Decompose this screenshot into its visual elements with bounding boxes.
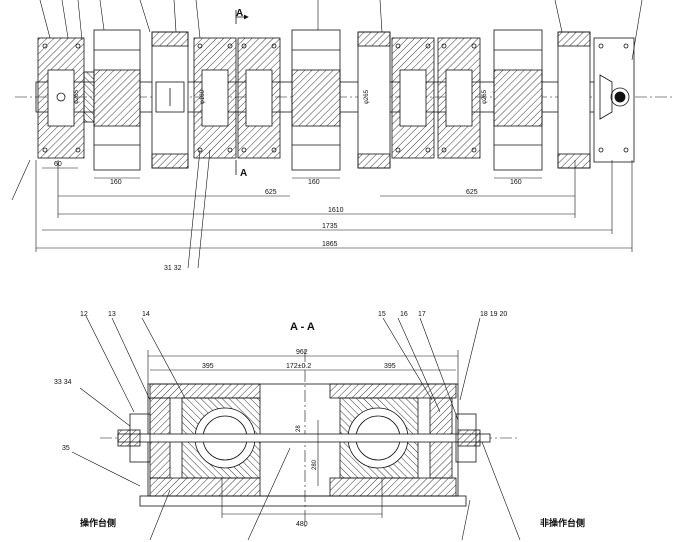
diam-label-2: φ180 [200,89,206,104]
section-dimensions [147,350,459,518]
section-view [71,315,521,541]
bearing-block-4 [391,37,435,159]
dim-395-left: 395 [202,363,214,370]
dim-1735: 1735 [322,223,338,230]
top-view [11,0,672,269]
gear-2 [357,31,391,169]
gear-1 [151,31,189,169]
dim-480: 480 [296,521,308,528]
dim-280: 280 [312,459,318,470]
section-view-labels: A - A 962 395 395 172±0.2 480 28 280 12 … [54,311,585,528]
dim-160-b: 160 [308,179,320,186]
bearing-block-1 [37,37,85,159]
part-13: 13 [108,311,116,318]
diam-label-1: φ265 [74,89,80,104]
side-label-non-operator: 非操作台侧 [540,517,585,528]
side-label-operator: 操作台侧 [80,517,116,528]
dim-1865: 1865 [322,241,338,248]
part-12: 12 [80,311,88,318]
bearing-block-2 [193,37,237,159]
coupling-1 [93,29,141,171]
end-housing [593,37,635,163]
coupling-2 [291,29,341,171]
part-18-19-20: 18 19 20 [480,311,507,318]
base-plate [139,495,467,507]
section-cut-marks [235,10,249,175]
top-dimensions [35,160,633,252]
section-title: A - A [290,321,315,333]
part-35: 35 [62,445,70,452]
dim-172: 172±0.2 [286,363,311,370]
dim-625-a: 625 [265,189,277,196]
dim-60: 60 [54,161,62,168]
right-end-cap [455,413,477,463]
bearing-block-3 [237,37,281,159]
coupling-3 [493,29,543,171]
gear-3 [557,31,591,169]
dim-1610: 1610 [328,207,344,214]
dim-160-c: 160 [510,179,522,186]
part-17: 17 [418,311,426,318]
top-leaders [11,0,643,269]
bearing-block-5 [437,37,481,159]
dim-625-b: 625 [466,189,478,196]
dim-962: 962 [296,349,308,356]
diam-label-4: φ265 [482,89,488,104]
section-leaders [71,315,521,541]
section-mark-bottom: A [240,168,247,179]
part-33-34: 33 34 [54,379,72,386]
section-mark-top: A [236,8,243,19]
part-14: 14 [142,311,150,318]
left-end-cap [129,413,151,463]
part-16: 16 [400,311,408,318]
diam-label-3: φ265 [364,89,370,104]
dim-160-a: 160 [110,179,122,186]
top-view-labels: A A 60 160 160 160 625 625 1610 1735 186… [54,8,522,272]
adjust-screw [117,433,491,443]
dim-395-right: 395 [384,363,396,370]
part-ref-31-32: 31 32 [164,265,182,272]
part-15: 15 [378,311,386,318]
dim-28: 28 [296,425,302,432]
